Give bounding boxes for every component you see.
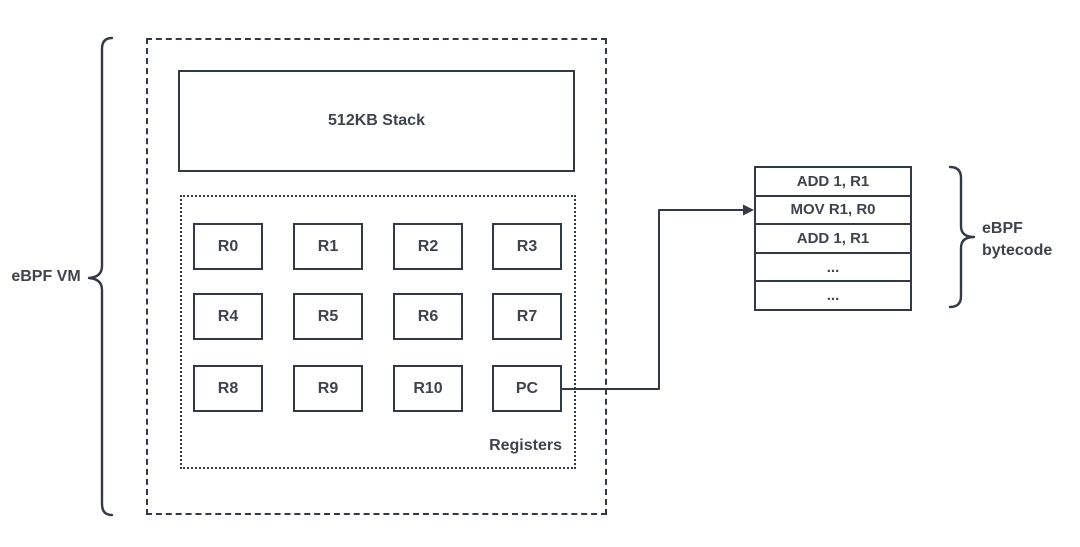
vm-brace-icon	[87, 36, 114, 517]
register-box-r3: R3	[492, 223, 562, 270]
bytecode-row-4: ...	[826, 287, 840, 305]
bytecode-row-1: MOV R1, R0	[756, 197, 910, 226]
bytecode-row-3: ...	[756, 254, 910, 283]
register-box-r10: R10	[393, 365, 463, 412]
register-box-r8: R8	[193, 365, 263, 412]
register-box-pc: PC	[492, 365, 562, 412]
register-box-r6: R6	[393, 293, 463, 340]
registers-label: Registers	[489, 437, 562, 454]
register-box-r9: R9	[293, 365, 363, 412]
bytecode-row-2: ADD 1, R1	[756, 225, 910, 254]
register-box-r2: R2	[393, 223, 463, 270]
register-box-r4: R4	[193, 293, 263, 340]
stack-box: 512KB Stack	[178, 70, 575, 172]
stack-label: 512KB Stack	[328, 112, 425, 129]
register-box-r1: R1	[293, 223, 363, 270]
bytecode-brace-icon	[948, 165, 976, 309]
bytecode-row-0: ADD 1, R1	[756, 168, 910, 197]
register-box-r5: R5	[293, 293, 363, 340]
register-box-r0: R0	[193, 223, 263, 270]
pc-arrowhead-icon	[743, 204, 754, 216]
vm-label: eBPF VM	[11, 268, 81, 285]
register-box-r7: R7	[492, 293, 562, 340]
bytecode-label: eBPF bytecode	[982, 220, 1053, 259]
